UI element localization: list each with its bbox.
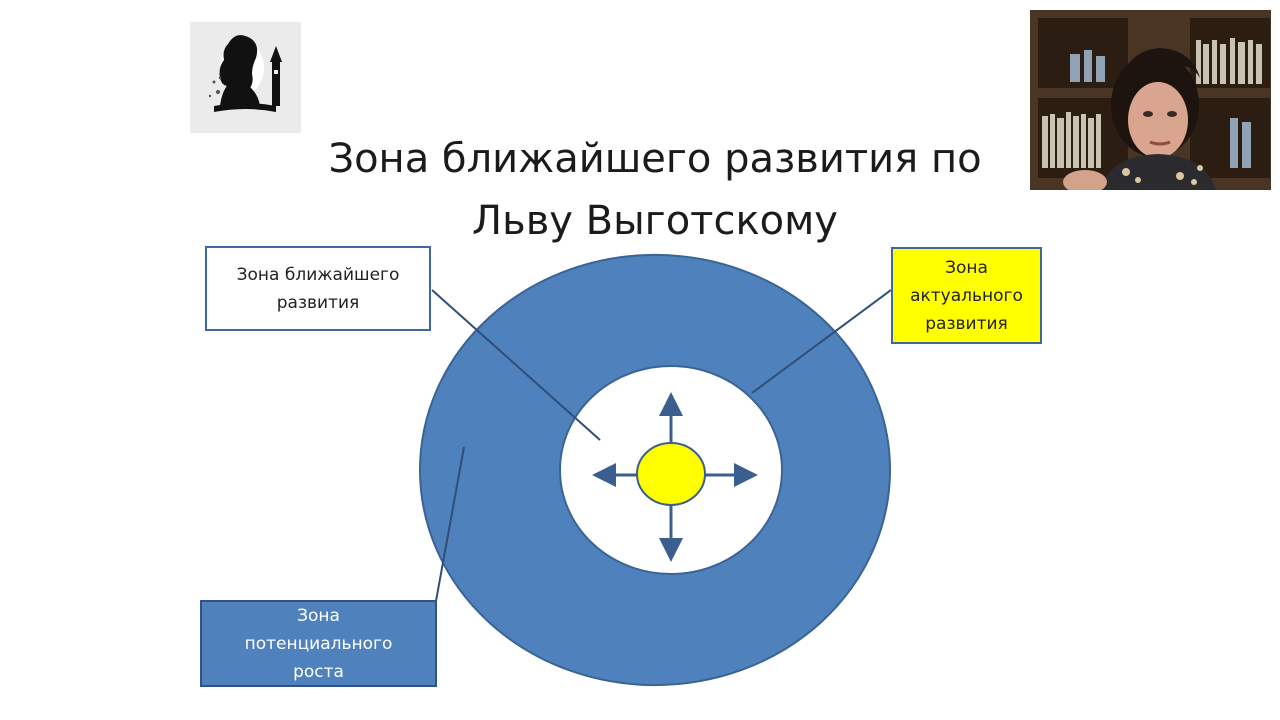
silhouette-woman-big-ben-icon xyxy=(190,22,301,133)
title-line-2: Льву Выготскому xyxy=(472,198,838,244)
potential-zone-label-line-2: потенциального xyxy=(244,633,393,654)
potential-zone-label-line-1: Зона xyxy=(297,605,340,626)
callout-line-nearest xyxy=(431,289,601,441)
potential-zone-label-line-3: роста xyxy=(293,661,344,682)
slide-title: Зона ближайшего развития по Льву Выготск… xyxy=(240,128,1070,252)
potential-growth-ring xyxy=(418,254,892,686)
title-line-1: Зона ближайшего развития по xyxy=(328,136,982,182)
actual-zone-label-line-1: Зона xyxy=(945,257,988,278)
presenter-webcam xyxy=(1030,10,1271,190)
actual-development-circle xyxy=(636,442,706,506)
nearest-zone-label: Зона ближайшего развития xyxy=(205,246,431,331)
callout-line-actual xyxy=(751,289,892,394)
callout-line-potential xyxy=(435,446,465,602)
actual-zone-label-line-2: актуального xyxy=(910,285,1023,306)
logo-image xyxy=(190,22,301,133)
presenter-webcam-icon xyxy=(1030,10,1271,190)
nearest-zone-label-line-2: развития xyxy=(276,292,360,313)
actual-zone-label-line-3: развития xyxy=(925,313,1008,334)
actual-zone-label: Зона актуального развития xyxy=(891,247,1042,344)
nearest-zone-label-line-1: Зона ближайшего xyxy=(236,264,400,285)
potential-zone-label: Зона потенциального роста xyxy=(200,600,437,687)
